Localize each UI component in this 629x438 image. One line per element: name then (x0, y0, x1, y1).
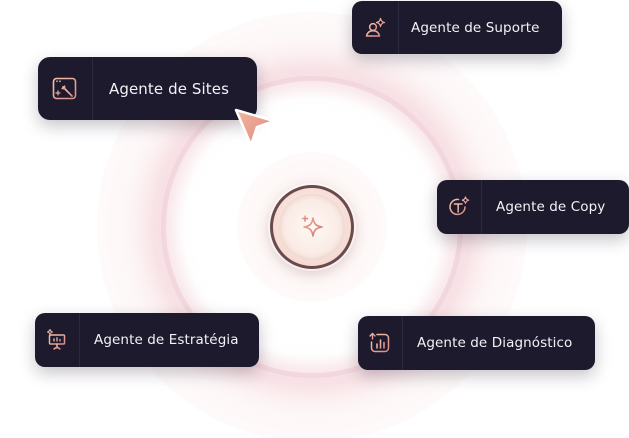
card-divider (92, 57, 93, 120)
center-orb[interactable] (270, 185, 354, 269)
site-wand-icon (38, 75, 92, 103)
copy-text-icon (437, 195, 481, 219)
pointer-cursor-icon (234, 108, 276, 147)
agent-label-estrategia: Agente de Estratégia (94, 332, 239, 348)
agent-label-diagnostico: Agente de Diagnóstico (417, 335, 573, 351)
card-divider (398, 1, 399, 54)
agent-card-sites[interactable]: Agente de Sites (38, 57, 257, 120)
agent-label-suporte: Agente de Suporte (411, 19, 540, 36)
agent-card-copy[interactable]: Agente de Copy (437, 180, 629, 234)
card-divider (402, 316, 403, 370)
sparkle-icon (301, 215, 323, 237)
agent-label-sites: Agente de Sites (109, 79, 230, 98)
diagnostic-chart-icon (358, 331, 402, 355)
card-divider (481, 180, 482, 234)
support-person-icon (352, 16, 398, 40)
agent-card-suporte[interactable]: Agente de Suporte (352, 1, 562, 54)
agent-card-diagnostico[interactable]: Agente de Diagnóstico (358, 316, 595, 370)
strategy-board-icon (35, 328, 79, 352)
agent-label-copy: Agente de Copy (496, 199, 606, 215)
card-divider (79, 313, 80, 367)
agent-card-estrategia[interactable]: Agente de Estratégia (35, 313, 259, 367)
